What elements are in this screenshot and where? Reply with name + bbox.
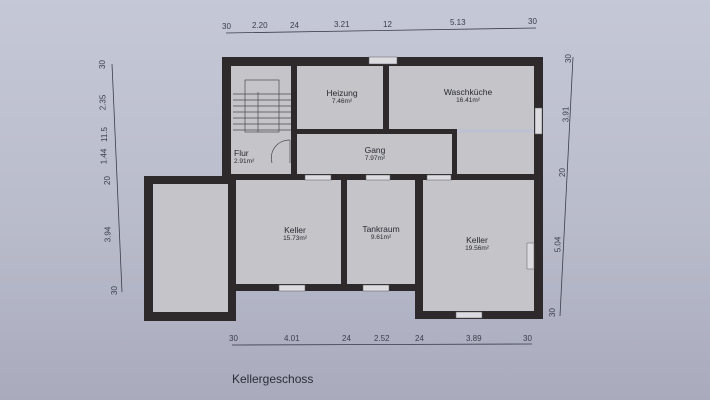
room-name: Gang <box>364 145 386 155</box>
dim-top-0: 30 <box>222 22 231 31</box>
room-area: 7.46m² <box>331 98 353 105</box>
dim-right-3: 5.04 <box>553 236 563 253</box>
dim-top-5: 5.13 <box>450 18 466 27</box>
floor-areas <box>153 66 534 312</box>
room-name: Tankraum <box>362 224 400 234</box>
dim-bottom-5: 3.89 <box>466 334 482 343</box>
room-area: 9.61m² <box>370 234 392 241</box>
plan-title: Kellergeschoss <box>232 372 314 386</box>
dim-left-4: 20 <box>102 176 112 185</box>
dim-top-1: 2.20 <box>252 21 268 30</box>
dim-bottom-3: 2.52 <box>374 334 390 343</box>
dim-right-2: 20 <box>557 168 567 177</box>
room-area: 16.41m² <box>456 97 480 104</box>
dim-top-2: 24 <box>290 21 299 30</box>
room-name: Keller <box>466 235 488 245</box>
windows <box>278 56 543 319</box>
room-keller-1: Keller 15.73m² <box>270 225 320 242</box>
dim-bottom-4: 24 <box>415 334 424 343</box>
dim-left-2: 11.5 <box>99 127 109 142</box>
dim-top-4: 12 <box>383 20 392 29</box>
room-area: 19.56m² <box>465 245 489 252</box>
dim-bottom-6: 30 <box>523 334 532 343</box>
dim-right-0: 30 <box>563 54 573 63</box>
room-area: 2.91m² <box>234 158 255 165</box>
room-area: 7.97m² <box>364 155 386 162</box>
dim-right-4: 30 <box>547 308 557 317</box>
dim-left-5: 3.94 <box>103 226 113 243</box>
dim-top-3: 3.21 <box>334 20 350 29</box>
dimension-lines <box>111 27 574 346</box>
dim-left-3: 1.44 <box>99 148 109 165</box>
dim-left-6: 30 <box>109 286 119 295</box>
dim-left-0: 30 <box>97 60 107 69</box>
dim-bottom-1: 4.01 <box>284 334 300 343</box>
room-heizung: Heizung 7.46m² <box>312 88 372 105</box>
dim-right-1: 3.91 <box>561 106 571 123</box>
room-name: Heizung <box>326 88 358 98</box>
room-area: 15.73m² <box>283 235 307 242</box>
staircase <box>233 79 291 164</box>
dim-left-1: 2.35 <box>98 94 108 111</box>
room-name: Flur <box>234 148 249 158</box>
room-keller-2: Keller 19.56m² <box>452 235 502 252</box>
dim-bottom-2: 24 <box>342 334 351 343</box>
dim-bottom-0: 30 <box>229 334 238 343</box>
room-flur: Flur 2.91m² <box>234 148 264 165</box>
room-name: Waschküche <box>443 87 493 97</box>
room-tankraum: Tankraum 9.61m² <box>356 224 406 241</box>
dim-top-6: 30 <box>528 17 537 26</box>
room-gang: Gang 7.97m² <box>350 145 400 162</box>
room-name: Keller <box>284 225 306 235</box>
room-waschkueche: Waschküche 16.41m² <box>428 87 508 104</box>
